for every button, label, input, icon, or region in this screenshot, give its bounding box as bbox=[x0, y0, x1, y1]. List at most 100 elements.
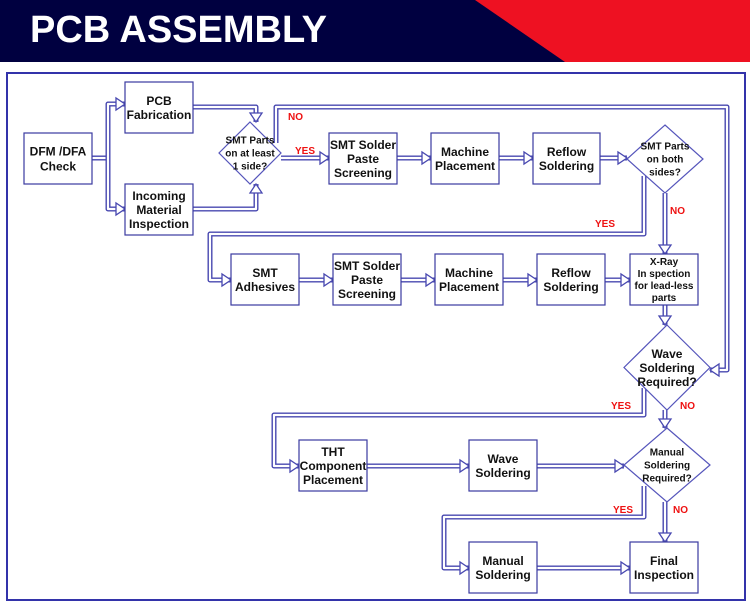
node-label-line: Soldering bbox=[539, 159, 594, 173]
edge-labels: NO YES YES NO YES NO YES NO bbox=[288, 112, 695, 516]
arrowhead-icon bbox=[620, 272, 632, 288]
node-label-line: Required? bbox=[642, 474, 691, 485]
node-label-line: Inspection bbox=[129, 217, 189, 231]
arrowhead-icon bbox=[289, 458, 301, 474]
process-box-shape bbox=[332, 253, 402, 306]
arrowhead-icon bbox=[115, 96, 127, 112]
arrowhead-icon bbox=[708, 362, 720, 378]
node-label-line: Fabrication bbox=[127, 108, 192, 122]
node-label-line: sides? bbox=[649, 168, 681, 179]
node-label-line: SMT Solder bbox=[334, 259, 400, 273]
edge-label-manual-yes: YES bbox=[613, 505, 633, 516]
node-label-line: Required? bbox=[637, 375, 696, 389]
arrowhead-icon bbox=[620, 560, 632, 576]
node-label-line: Adhesives bbox=[235, 280, 295, 294]
process-box-shape bbox=[434, 253, 504, 306]
decision-diamond-shape bbox=[623, 427, 711, 503]
process-box-shape bbox=[468, 541, 538, 594]
edge-label-one-side-no: NO bbox=[288, 112, 303, 123]
process-box-shape bbox=[328, 132, 398, 185]
edge-wave-no-to-manual-required bbox=[657, 410, 673, 430]
arrowhead-icon bbox=[115, 201, 127, 217]
edge-placement-2-to-reflow-2 bbox=[503, 272, 539, 288]
node-label-line: Manual bbox=[482, 554, 523, 568]
arrowhead-icon bbox=[459, 560, 471, 576]
edge-reflow-2-to-xray bbox=[605, 272, 632, 288]
node-label-line: Soldering bbox=[475, 466, 530, 480]
arrowhead-icon bbox=[248, 182, 264, 194]
arrowhead-icon bbox=[425, 272, 437, 288]
node-label-line: Machine bbox=[441, 145, 489, 159]
edge-both-sides-no-to-xray bbox=[657, 193, 673, 256]
node-label-line: DFM /DFA bbox=[30, 144, 87, 158]
edge-tht-to-wave-soldering bbox=[367, 458, 471, 474]
node-label-line: Placement bbox=[439, 280, 499, 294]
node-label-line: 1 side? bbox=[233, 162, 267, 173]
header-red-accent bbox=[475, 0, 750, 62]
node-label-line: SMT bbox=[252, 266, 278, 280]
decision-smt-both-sides: SMT Parts on both sides? bbox=[626, 124, 704, 194]
arrowhead-icon bbox=[657, 418, 673, 430]
node-label-line: Incoming bbox=[132, 189, 185, 203]
edge-incoming-to-decision bbox=[193, 182, 264, 212]
node-label-line: SMT Parts bbox=[641, 142, 690, 153]
node-label-line: Placement bbox=[303, 473, 363, 487]
node-label-line: Paste bbox=[347, 152, 379, 166]
node-label-line: Manual bbox=[650, 448, 685, 459]
process-box-shape bbox=[230, 253, 300, 306]
node-label-line: on both bbox=[647, 155, 684, 166]
arrowhead-icon bbox=[614, 458, 626, 474]
edge-decision-yes-to-paste-1 bbox=[281, 150, 331, 166]
node-label-line: Check bbox=[40, 159, 76, 173]
node-label-line: Reflow bbox=[551, 266, 591, 280]
node-label-line: on at least bbox=[225, 149, 275, 160]
edge-placement-1-to-reflow-1 bbox=[499, 150, 535, 166]
connectors bbox=[92, 96, 730, 576]
node-label-line: In spection bbox=[638, 269, 691, 280]
arrowhead-icon bbox=[221, 272, 233, 288]
node-label-line: Screening bbox=[338, 287, 396, 301]
arrowhead-icon bbox=[248, 112, 264, 124]
edge-label-both-sides-yes: YES bbox=[595, 219, 615, 230]
edge-decision-no-to-wave-required bbox=[273, 104, 730, 378]
node-label-line: Screening bbox=[334, 166, 392, 180]
arrowhead-icon bbox=[657, 532, 673, 544]
decision-diamond-shape bbox=[623, 324, 711, 411]
edge-paste-2-to-placement-2 bbox=[401, 272, 437, 288]
decision-diamond-shape bbox=[626, 124, 704, 194]
edge-pcb-fabrication-to-decision bbox=[193, 104, 264, 124]
edge-wave-soldering-to-manual-required bbox=[537, 458, 626, 474]
node-label-line: Soldering bbox=[475, 568, 530, 582]
node-label-line: Component bbox=[300, 459, 367, 473]
node-label-line: SMT Solder bbox=[330, 138, 396, 152]
edge-label-wave-yes: YES bbox=[611, 401, 631, 412]
node-label-line: Inspection bbox=[634, 568, 694, 582]
arrowhead-icon bbox=[421, 150, 433, 166]
node-label-line: parts bbox=[652, 293, 677, 304]
edge-adhesives-to-paste-2 bbox=[299, 272, 335, 288]
arrowhead-icon bbox=[657, 315, 673, 327]
arrowhead-icon bbox=[527, 272, 539, 288]
edge-both-sides-yes-to-adhesives bbox=[207, 176, 647, 288]
process-box-shape bbox=[536, 253, 606, 306]
decision-diamond-shape bbox=[218, 121, 282, 185]
header-banner: PCB ASSEMBLY bbox=[0, 0, 750, 62]
node-label-line: Machine bbox=[445, 266, 493, 280]
page-title: PCB ASSEMBLY bbox=[30, 9, 328, 51]
arrowhead-icon bbox=[323, 272, 335, 288]
node-label-line: Soldering bbox=[543, 280, 598, 294]
arrowhead-icon bbox=[657, 244, 673, 256]
edge-label-wave-no: NO bbox=[680, 401, 695, 412]
